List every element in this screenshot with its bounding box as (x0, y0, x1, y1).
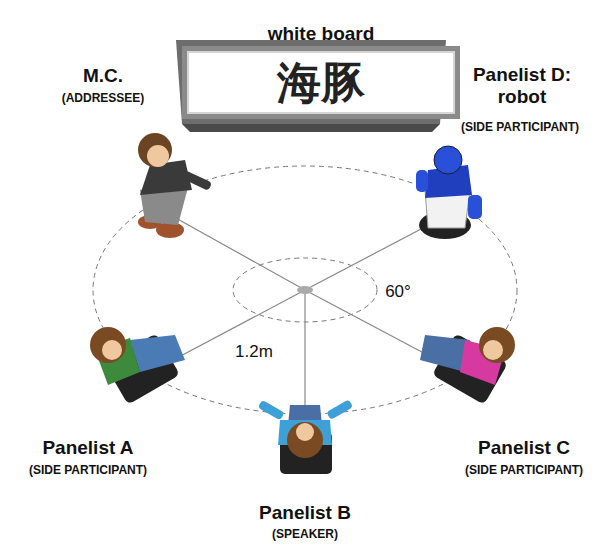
participant-name: Panelist B (259, 502, 351, 524)
robot-figure (416, 146, 482, 239)
whiteboard-edge (182, 124, 440, 132)
participant-role: (SIDE PARTICIPANT) (461, 121, 579, 135)
participant-role: (SIDE PARTICIPANT) (465, 464, 583, 478)
panelist-a-figure (90, 327, 185, 405)
board-heading: white board (268, 23, 375, 45)
center-point (297, 286, 313, 294)
panelist-c-figure (420, 327, 515, 405)
angle-label: 60° (385, 282, 411, 302)
whiteboard: white board海豚 (182, 46, 460, 119)
participant-name: Panelist D: robot (462, 64, 582, 108)
participant-name: Panelist A (42, 437, 133, 459)
participant-name: Panelist C (478, 437, 570, 459)
participant-name: M.C. (83, 65, 123, 87)
mc-figure (138, 133, 212, 238)
seating-circle (93, 166, 517, 414)
panelist-b-figure (258, 399, 354, 474)
participant-role: (ADDRESSEE) (62, 92, 145, 106)
distance-lines (158, 212, 452, 408)
distance-label: 1.2m (235, 342, 273, 362)
participant-role: (SIDE PARTICIPANT) (29, 464, 147, 478)
participant-role: (SPEAKER) (272, 528, 338, 542)
board-writing: 海豚 (187, 51, 455, 114)
